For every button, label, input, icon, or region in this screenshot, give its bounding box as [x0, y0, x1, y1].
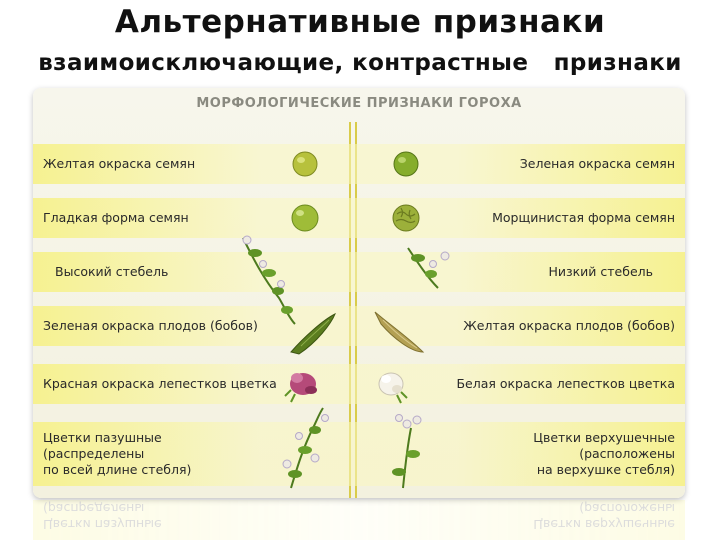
short-plant-icon — [407, 247, 450, 289]
yellow-seed-icon — [292, 151, 318, 177]
trait-left-label: Желтая окраска семян — [43, 156, 196, 171]
trait-left-label: Зеленая окраска плодов (бобов) — [43, 318, 258, 333]
pea-traits-figure: МОРФОЛОГИЧЕСКИЕ ПРИЗНАКИ ГОРОХА Желтая о… — [33, 88, 685, 498]
trait-left-label: Гладкая форма семян — [43, 210, 189, 225]
trait-row-seed-shape: Гладкая форма семян Морщинистая форма се… — [33, 198, 685, 238]
red-flower-icon — [284, 373, 317, 403]
axillary-flowers-plant-icon — [282, 407, 329, 489]
trait-row-petal-color: Красная окраска лепестков цветка Белая о… — [33, 364, 685, 404]
page-title: Альтернативные признаки — [114, 4, 606, 40]
trait-right-label: Цветки верхушечные (расположены на верху… — [533, 430, 675, 477]
trait-left-label: Красная окраска лепестков цветка — [43, 376, 277, 391]
reflection-right-label: Цветки верхушечные (расположены на верху… — [533, 501, 675, 532]
trait-right-label: Зеленая окраска семян — [519, 156, 675, 171]
tall-plant-icon — [242, 235, 296, 325]
trait-row-pod-color: Зеленая окраска плодов (бобов) Желтая ок… — [33, 306, 685, 346]
trait-right-label: Морщинистая форма семян — [492, 210, 675, 225]
trait-left-label: Высокий стебель — [55, 264, 169, 279]
trait-row-flower-position: Цветки пазушные (распределены по всей дл… — [33, 422, 685, 486]
wrinkled-seed-icon — [392, 204, 420, 232]
trait-right-label: Желтая окраска плодов (бобов) — [463, 318, 675, 333]
trait-row-seed-color: Желтая окраска семян Зеленая окраска сем… — [33, 144, 685, 184]
trait-row-stem-height: Высокий стебель Низкий стебель — [33, 252, 685, 292]
reflection-left-label: Цветки пазушные (распределены по всей дл… — [43, 501, 162, 532]
white-flower-icon — [378, 372, 408, 404]
yellow-pod-icon — [374, 311, 425, 353]
figure-title: МОРФОЛОГИЧЕСКИЕ ПРИЗНАКИ ГОРОХА — [196, 96, 522, 111]
green-seed-icon — [393, 151, 419, 177]
trait-right-label: Низкий стебель — [548, 264, 653, 279]
trait-left-label: Цветки пазушные (распределены по всей дл… — [43, 430, 192, 477]
terminal-flowers-plant-icon — [392, 414, 422, 489]
smooth-seed-icon — [291, 204, 319, 232]
page-subtitle: взаимоисключающие, контрастные признаки — [38, 50, 682, 76]
green-pod-icon — [290, 312, 336, 355]
trait-right-label: Белая окраска лепестков цветка — [456, 376, 675, 391]
figure-reflection: Цветки пазушные (распределены по всей дл… — [33, 500, 685, 540]
illustrations-layer — [242, 151, 450, 489]
